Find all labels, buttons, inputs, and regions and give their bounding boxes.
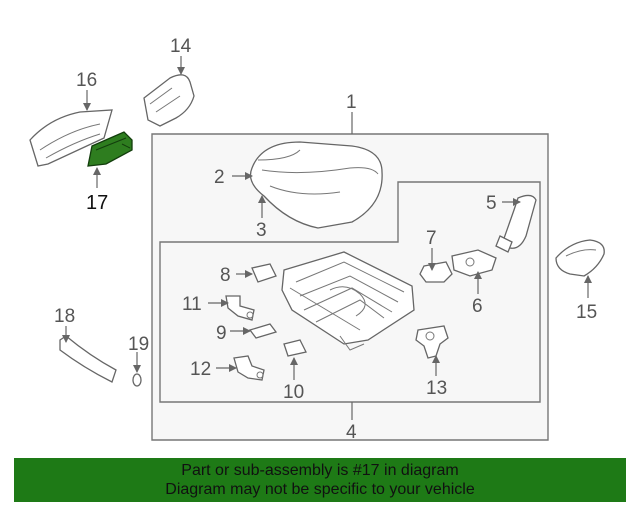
callout-15: 15 [576,302,597,323]
sensor-part-11[interactable] [225,295,255,321]
trim-strip-part-18[interactable] [59,335,117,383]
callout-7: 7 [426,228,437,249]
callout-3: 3 [256,220,267,241]
parts-diagram: 1 2 3 4 5 6 7 8 9 10 11 12 13 14 15 16 1… [29,36,605,443]
trim-cover-part-14[interactable] [143,74,195,127]
clip-part-19[interactable] [132,373,142,387]
callout-4: 4 [346,422,357,443]
callout-8: 8 [220,265,231,286]
callout-11: 11 [182,294,202,315]
callout-5: 5 [486,193,497,214]
callout-19: 19 [128,334,149,355]
callout-13: 13 [426,378,447,399]
connector-part-9[interactable] [248,323,278,339]
callout-2: 2 [214,167,225,188]
connector-part-10[interactable] [283,339,307,357]
seat-frame-part[interactable] [281,251,415,351]
connector-part-8[interactable] [251,263,277,283]
highlighted-part-17[interactable] [87,131,133,167]
lever-part[interactable] [495,194,537,253]
callout-14: 14 [170,36,192,57]
callout-9: 9 [216,323,227,344]
callout-12: 12 [190,359,211,380]
bracket-part-6[interactable] [451,249,497,277]
callout-17: 17 [86,192,108,214]
callout-10: 10 [283,382,304,403]
trim-cover-part-16[interactable] [29,109,113,167]
callout-18: 18 [54,306,75,327]
leader-lines [62,56,592,420]
callout-1: 1 [346,92,357,113]
footer-banner: Part or sub-assembly is #17 in diagram D… [14,458,626,502]
sensor-part-12[interactable] [233,355,265,381]
trim-cover-part-15[interactable] [555,239,605,277]
callout-6: 6 [472,296,483,317]
footer-line-1: Part or sub-assembly is #17 in diagram [181,462,459,479]
footer-line-2: Diagram may not be specific to your vehi… [165,481,475,498]
callout-16: 16 [76,70,97,91]
seat-cushion-part[interactable] [249,141,383,229]
